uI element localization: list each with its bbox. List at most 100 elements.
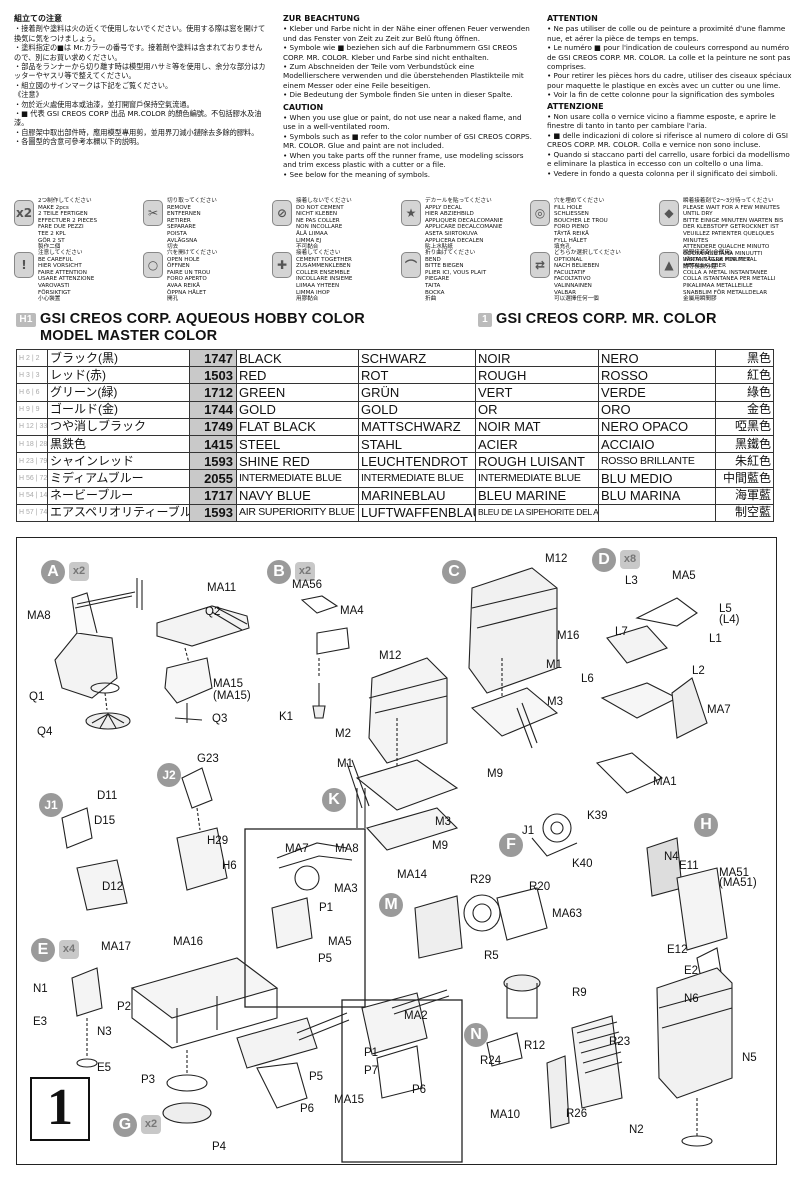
part-label: P7	[364, 1065, 379, 1077]
paint-cell-ja: ミディアムブルー	[47, 469, 190, 488]
open-hole-symbol: ○穴を開けてください OPEN HOLE ÖFFNEN FAIRE UN TRO…	[143, 250, 271, 302]
cut-symbol-icon: ✂	[143, 200, 163, 226]
part-label: E11	[679, 860, 699, 872]
part-label: D12	[102, 881, 124, 893]
paint-cell-zh: 綠色	[715, 383, 774, 402]
careful-symbol-text: 注意してください BE CAREFUL HIER VORSICHT FAIRE …	[38, 250, 95, 303]
part-label: M1	[337, 758, 353, 770]
part-label: MA51	[719, 867, 750, 879]
paint-cell-idx: H 54 | 14	[16, 486, 48, 505]
callout-f: F	[499, 833, 523, 857]
part-label: P1	[364, 1047, 379, 1059]
part-label: K40	[572, 858, 593, 870]
paint-cell-it: ROSSO	[598, 366, 716, 385]
part-label: L5	[719, 603, 732, 615]
careful-symbol: !注意してください BE CAREFUL HIER VORSICHT FAIRE…	[14, 250, 142, 302]
paint-cell-de: MATTSCHWARZ	[358, 417, 476, 436]
paint-cell-idx: H 23 | 79	[16, 452, 48, 471]
paint-cell-code: 1593	[189, 503, 237, 522]
metal-glue-symbol: ◆瞬着接着剤で2〜3分待ってください PLEASE WAIT FOR A FEW…	[659, 198, 787, 270]
paint-cell-idx: H 2 | 2	[16, 348, 48, 368]
part-label: N3	[97, 1026, 112, 1038]
metal-cement-symbol: ▲瞬間接着剤(金属用) INSTANT GLUE FOR METAL METAL…	[659, 250, 787, 302]
part-label: MA15	[334, 1094, 365, 1106]
paint-cell-fr: ACIER	[475, 434, 599, 454]
part-label: P5	[309, 1071, 324, 1083]
part-label: N5	[742, 1052, 757, 1064]
paint-cell-en: NAVY BLUE	[236, 486, 359, 505]
bend-symbol: ⌒折り曲げてください BEND BITTE BIEGEN PLIER ICI, …	[401, 250, 529, 302]
part-label: N6	[684, 993, 699, 1005]
callout-j1: J1	[39, 793, 63, 817]
open-hole-symbol-text: 穴を開けてください OPEN HOLE ÖFFNEN FAIRE UN TROU…	[167, 250, 218, 303]
paint-cell-ja: 黒鉄色	[47, 434, 190, 454]
metal-glue-symbol-text: 瞬着接着剤で2〜3分待ってください PLEASE WAIT FOR A FEW …	[683, 198, 784, 270]
optional-symbol: ⇄どちらか選択してください OPTIONAL NACH BELIEBEN FAC…	[530, 250, 658, 302]
cut-symbol-text: 切り取ってください REMOVE ENTFERNEN RETIRER SEPAR…	[167, 198, 217, 251]
part-label: MA5	[328, 936, 352, 948]
decal-symbol-text: デカールを貼ってください APPLY DECAL HIER ABZIEHBILD…	[425, 198, 504, 251]
part-label: MA14	[397, 869, 428, 881]
part-label: E3	[33, 1016, 48, 1028]
part-label: P6	[300, 1103, 315, 1115]
part-label: P1	[319, 902, 334, 914]
cement-symbol: ✚接着してください CEMENT TOGETHER ZUSAMMENKLEBEN…	[272, 250, 400, 302]
notes-de-body: • Kleber und Farbe nicht in der Nähe ein…	[283, 24, 530, 100]
part-label: R26	[566, 1108, 588, 1120]
metal-cement-symbol-text: 瞬間接着剤(金属用) INSTANT GLUE FOR METAL METALL…	[683, 250, 776, 303]
part-label: P6	[412, 1084, 427, 1096]
part-label: R9	[572, 987, 587, 999]
notes-japanese: 組立ての注意 ・接着剤や塗料は火の近くで使用しないでください。使用する際は窓を開…	[14, 14, 269, 147]
part-label: E2	[684, 965, 699, 977]
metal-cement-symbol-icon: ▲	[659, 252, 679, 278]
paint-cell-idx: H 12 | 33	[16, 417, 48, 436]
callout-b: B	[267, 560, 291, 584]
paint-cell-it: VERDE	[598, 383, 716, 402]
paint-cell-fr: ROUGH	[475, 366, 599, 385]
notes-ja-body: ・接着剤や塗料は火の近くで使用しないでください。使用する際は窓を開けて換気に気を…	[14, 24, 266, 147]
part-label: M3	[547, 696, 563, 708]
step-number: 1	[30, 1077, 90, 1141]
paint-cell-en: AIR SUPERIORITY BLUE	[236, 503, 359, 522]
notes-it-title: ATTENZIONE	[547, 101, 604, 111]
paint-cell-de: SCHWARZ	[358, 348, 476, 368]
decal-symbol: ★デカールを貼ってください APPLY DECAL HIER ABZIEHBIL…	[401, 198, 529, 250]
part-label: E5	[97, 1062, 112, 1074]
no-cement-symbol: ⊘接着しないでください DO NOT CEMENT NICHT KLEBEN N…	[272, 198, 400, 250]
callout-k: K	[322, 788, 346, 812]
callout-m: M	[379, 893, 403, 917]
aqueous-title: GSI CREOS CORP. AQUEOUS HOBBY COLOR	[40, 311, 365, 327]
paint-cell-it	[598, 503, 716, 522]
callout-h: H	[694, 813, 718, 837]
part-label: R23	[609, 1036, 631, 1048]
paint-cell-zh: 朱紅色	[715, 452, 774, 471]
cut-symbol: ✂切り取ってください REMOVE ENTFERNEN RETIRER SEPA…	[143, 198, 271, 250]
open-hole-symbol-icon: ○	[143, 252, 163, 278]
part-label: MA10	[490, 1109, 521, 1121]
part-label: MA16	[173, 936, 204, 948]
part-label: K1	[279, 711, 294, 723]
part-label: (MA51)	[719, 877, 757, 889]
part-label: M9	[432, 840, 448, 852]
paint-cell-idx: H 6 | 6	[16, 383, 48, 402]
part-label: MA8	[335, 843, 359, 855]
paint-cell-zh: 制空藍	[715, 503, 774, 522]
model-master-header: MODEL MASTER COLOR	[40, 328, 218, 344]
part-label: E12	[667, 944, 688, 956]
part-label: MA1	[653, 776, 677, 788]
paint-cell-zh: 黑鐵色	[715, 434, 774, 454]
part-label: P4	[212, 1141, 227, 1153]
paint-cell-fr: OR	[475, 400, 599, 419]
callout-g-multiplier: x2	[141, 1115, 161, 1134]
paint-cell-en: FLAT BLACK	[236, 417, 359, 436]
part-label: M16	[557, 630, 580, 642]
notes-it-body: • Non usare colla o vernice vicino a fia…	[547, 112, 790, 178]
paint-cell-fr: INTERMEDIATE BLUE	[475, 469, 599, 488]
callout-e: E	[31, 938, 55, 962]
